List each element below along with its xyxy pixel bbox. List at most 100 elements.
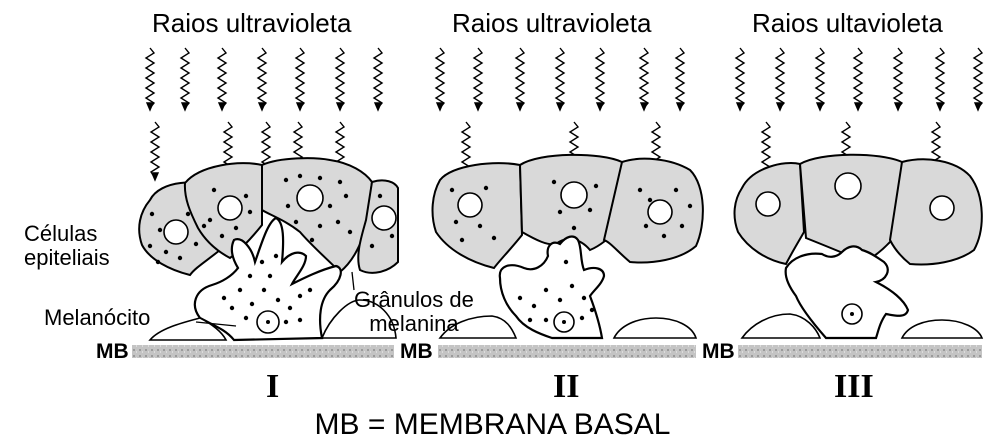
melanin-granule bbox=[284, 178, 288, 182]
melanin-granule bbox=[244, 194, 248, 198]
uv-ray bbox=[596, 48, 604, 108]
epithelial-cells-label-line-2: epiteliais bbox=[24, 246, 110, 270]
uv-ray bbox=[374, 48, 382, 108]
uv-label-2: Raios ultravioleta bbox=[452, 8, 651, 39]
arrow-head-icon bbox=[975, 103, 981, 110]
uv-ray bbox=[151, 122, 159, 178]
uv-ray bbox=[181, 48, 189, 108]
melanin-granule bbox=[202, 224, 206, 228]
melanin-granule bbox=[220, 234, 224, 238]
uv-ray bbox=[556, 48, 564, 108]
arrow-head-icon bbox=[475, 103, 481, 110]
stage-label-2: II bbox=[553, 368, 579, 406]
melanin-granule bbox=[276, 298, 280, 302]
uv-ray bbox=[258, 48, 266, 108]
melanin-granule bbox=[588, 208, 592, 212]
uv-ray bbox=[854, 48, 862, 108]
melanin-granule bbox=[156, 260, 160, 264]
melanin-granule bbox=[544, 318, 548, 322]
melanin-granule bbox=[680, 224, 684, 228]
melanin-granule bbox=[298, 294, 302, 298]
melanin-granule bbox=[250, 302, 254, 306]
uv-ray bbox=[296, 48, 304, 108]
nucleus bbox=[218, 196, 242, 220]
cell-base-right-3 bbox=[902, 320, 982, 338]
melanin-granules-label: Grânulos de melanina bbox=[354, 288, 474, 336]
uv-ray bbox=[736, 48, 744, 108]
melanin-granule bbox=[662, 234, 666, 238]
nucleus bbox=[297, 185, 323, 211]
melanin-granule bbox=[344, 194, 348, 198]
melanin-granule bbox=[528, 318, 532, 322]
nucleus bbox=[756, 192, 780, 216]
nucleus bbox=[835, 173, 861, 199]
nucleus bbox=[372, 206, 396, 230]
melanin-granule bbox=[248, 274, 252, 278]
arrow-head-icon bbox=[895, 103, 901, 110]
melanin-granule bbox=[570, 284, 574, 288]
nucleus bbox=[561, 182, 587, 208]
melanin-granule bbox=[590, 308, 594, 312]
melanin-granule bbox=[348, 230, 352, 234]
melanin-granule bbox=[158, 228, 162, 232]
melanin-granule bbox=[298, 174, 302, 178]
uv-label-3: Raios ultavioleta bbox=[752, 8, 943, 39]
nucleus bbox=[648, 200, 672, 224]
uv-ray bbox=[218, 48, 226, 108]
uv-ray bbox=[676, 48, 684, 108]
nucleus bbox=[164, 220, 188, 244]
nucleus bbox=[458, 193, 482, 217]
melanin-granule bbox=[648, 198, 652, 202]
melanin-granule bbox=[288, 306, 292, 310]
arrow-head-icon bbox=[437, 103, 443, 110]
arrow-head-icon bbox=[855, 103, 861, 110]
melanin-granule bbox=[564, 260, 568, 264]
melanin-granule bbox=[260, 260, 264, 264]
basal-membrane-1 bbox=[132, 345, 394, 358]
uv-ray bbox=[936, 48, 944, 108]
melanin-granule bbox=[558, 298, 562, 302]
arrow-head-icon bbox=[517, 103, 523, 110]
panel-3 bbox=[735, 155, 982, 358]
melanin-granule bbox=[552, 180, 556, 184]
melanin-granule bbox=[286, 204, 290, 208]
uv-ray bbox=[640, 48, 648, 108]
arrow-head-icon bbox=[817, 103, 823, 110]
epithelial-cell-2a bbox=[433, 163, 522, 268]
melanin-granule bbox=[164, 250, 168, 254]
arrow-head-icon bbox=[737, 103, 743, 110]
melanin-granule bbox=[518, 296, 522, 300]
uv-ray bbox=[336, 48, 344, 108]
epithelial-cells-label-line-1: Células bbox=[24, 222, 110, 246]
melanin-granule bbox=[310, 238, 314, 242]
melanin-granule bbox=[674, 188, 678, 192]
melanin-granule bbox=[194, 242, 198, 246]
mb-label-1: MB bbox=[96, 340, 129, 364]
melanin-granule bbox=[492, 236, 496, 240]
uv-ray bbox=[974, 48, 982, 108]
melanin-granule bbox=[268, 274, 272, 278]
arrow-head-icon bbox=[937, 103, 943, 110]
basal-membrane-3 bbox=[738, 345, 982, 358]
arrow-head-icon bbox=[182, 103, 188, 110]
nucleus bbox=[930, 196, 954, 220]
melanin-granule bbox=[308, 288, 312, 292]
melanin-granule bbox=[248, 210, 252, 214]
melanin-granule bbox=[238, 288, 242, 292]
arrow-head-icon bbox=[677, 103, 683, 110]
melanin-granule bbox=[638, 188, 642, 192]
arrow-head-icon bbox=[557, 103, 563, 110]
uv-ray bbox=[474, 48, 482, 108]
melanin-granule bbox=[544, 288, 548, 292]
melanin-granule bbox=[212, 188, 216, 192]
arrow-head-icon bbox=[219, 103, 225, 110]
melanin-granule bbox=[688, 204, 692, 208]
uv-ray bbox=[436, 48, 444, 108]
melanin-granule bbox=[484, 186, 488, 190]
arrow-head-icon bbox=[147, 103, 153, 110]
melanin-granule bbox=[328, 204, 332, 208]
melanin-granule bbox=[532, 304, 536, 308]
melanin-granule bbox=[558, 210, 562, 214]
melanin-granule bbox=[298, 318, 302, 322]
melanin-granule bbox=[454, 220, 458, 224]
